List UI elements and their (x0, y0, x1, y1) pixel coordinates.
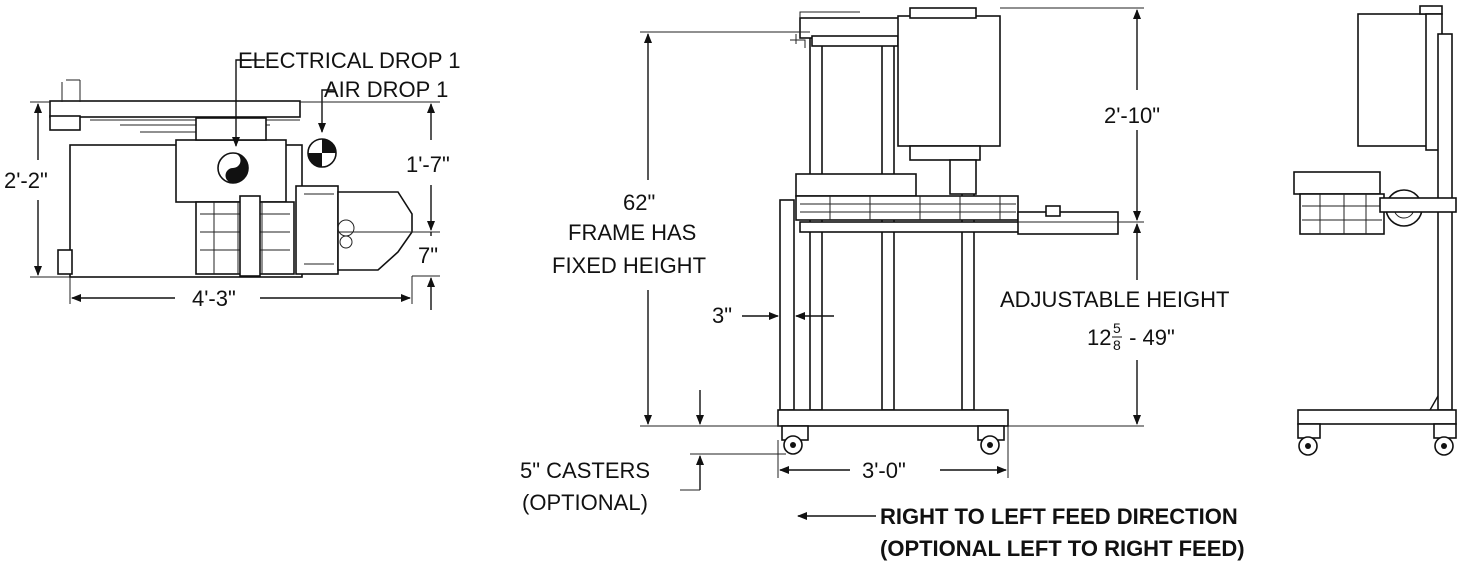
work-head (795, 173, 917, 197)
top-view: ELECTRICAL DROP 1 AIR DROP 1 2'-2" 4'-3"… (4, 48, 461, 311)
air-drop-icon (307, 138, 337, 168)
top-view-nose (337, 191, 413, 271)
left-column (809, 31, 823, 411)
feed-direction-line-1: RIGHT TO LEFT FEED DIRECTION (880, 504, 1238, 529)
side-left-caster-icon (1297, 423, 1321, 456)
mast-top (799, 17, 901, 39)
front-view: 62" FRAME HAS FIXED HEIGHT 2'-10" ADJUST… (520, 7, 1245, 561)
dim-ext (1000, 7, 1144, 427)
frame-note-line-2: FIXED HEIGHT (552, 253, 706, 278)
electrical-drop-label: ELECTRICAL DROP 1 (238, 48, 461, 73)
side-brace (1429, 395, 1439, 411)
dim-ext (690, 425, 786, 455)
dim-2-label: 7" (418, 243, 438, 268)
extension-detail (304, 193, 412, 265)
side-column (1437, 33, 1453, 411)
casters-label-line-1: 5" CASTERS (520, 458, 650, 483)
adjustable-range: 12 5 8 - 49" (1087, 320, 1175, 353)
right-caster-icon (977, 425, 1005, 455)
base (777, 409, 1009, 427)
side-body-detail (1302, 194, 1382, 234)
mast-crank (790, 11, 860, 48)
base-width-label: 3'-0" (862, 458, 906, 483)
top-view-rail (49, 100, 301, 118)
rail-detail (90, 119, 300, 133)
electrical-leader (232, 59, 265, 147)
air-drop-label: AIR DROP 1 (324, 77, 448, 102)
casters-label-line-2: (OPTIONAL) (522, 490, 648, 515)
side-view (1293, 5, 1457, 456)
body-foot (57, 249, 73, 275)
dim-ext (69, 276, 413, 304)
head-top (195, 117, 267, 141)
adjustable-range-rest: - 49" (1123, 325, 1175, 350)
length-dim-label: 4'-3" (192, 286, 236, 311)
work-table (795, 195, 1019, 221)
dim-ext (30, 101, 70, 278)
side-work-head (1293, 171, 1381, 195)
work-table-detail (800, 196, 1016, 220)
dim-ext (640, 31, 810, 427)
electrical-drop-icon (217, 152, 249, 184)
infeed-extension (1017, 211, 1119, 235)
rail-end (49, 115, 81, 131)
frame-height-label: 62" (623, 190, 655, 215)
height-dim-label: 2'-2" (4, 168, 48, 193)
adjustable-range-numerator: 5 (1113, 320, 1121, 336)
crank (61, 79, 81, 102)
mast-plate (811, 35, 899, 47)
dim-ext (777, 426, 1009, 478)
adjustable-range-denominator: 8 (1113, 337, 1121, 353)
feed-direction-line-2: (OPTIONAL LEFT TO RIGHT FEED) (880, 536, 1245, 561)
dim-ext (300, 101, 440, 277)
side-cap (1419, 5, 1443, 15)
rear-leg (779, 199, 795, 411)
side-arm (1379, 197, 1457, 213)
upper-cabinet (897, 15, 1001, 147)
side-base (1297, 409, 1457, 425)
upper-dim-label: 2'-10" (1104, 103, 1160, 128)
lower-column (239, 195, 261, 277)
air-leader (318, 89, 334, 133)
cabinet-base (909, 145, 981, 161)
cylinder (949, 159, 977, 195)
side-right-caster-icon (1433, 423, 1457, 456)
dim-1-label: 1'-7" (406, 152, 450, 177)
infeed-guide (1045, 205, 1061, 217)
adjustable-range-whole: 12 (1087, 325, 1111, 350)
side-body (1299, 193, 1385, 235)
roller-small (339, 235, 353, 249)
left-caster-icon (781, 425, 809, 455)
leg-dim-label: 3" (712, 303, 732, 328)
extension (295, 185, 339, 275)
adjustable-height-label: ADJUSTABLE HEIGHT (1000, 287, 1229, 312)
cabinet-cap (909, 7, 977, 19)
side-cabinet (1357, 13, 1429, 147)
frame-note-line-1: FRAME HAS (568, 220, 696, 245)
